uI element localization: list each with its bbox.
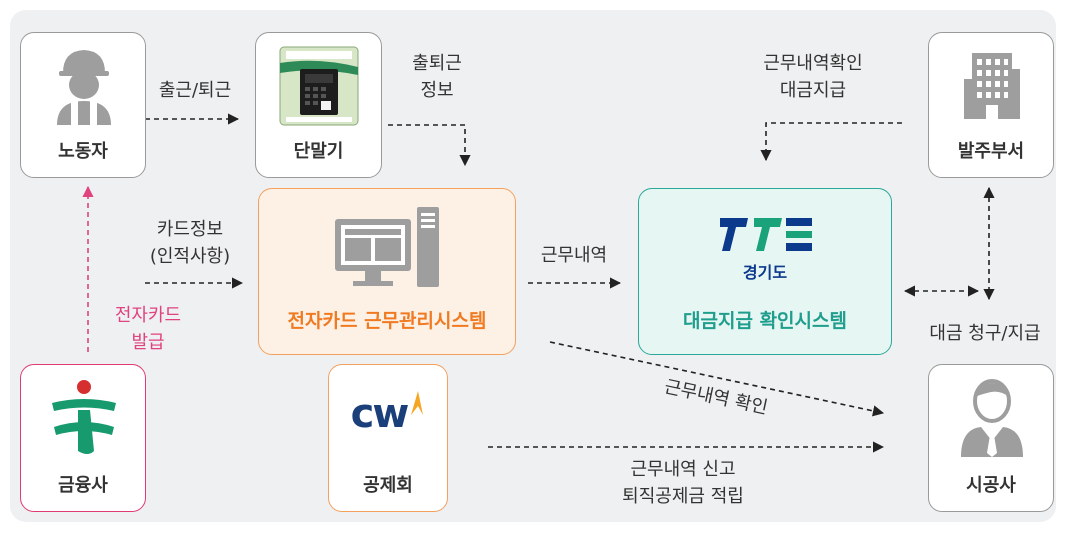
node-worker: 노동자 [20,32,146,178]
mutual-aid-label: 공제회 [363,475,413,496]
terminal-device-icon [279,46,359,126]
label-card-info-2: (인적사항) [149,246,231,267]
node-ordering-dept: 발주부서 [928,32,1054,178]
gyeonggi-logo-text: 경기도 [742,263,788,282]
label-report-1: 근무내역 신고 [630,459,736,480]
arrow-dept-payment [760,122,902,162]
contractor-label: 시공사 [966,475,1016,496]
label-report-2: 퇴직공제금 적립 [622,486,744,507]
connector-layer [82,113,995,453]
system-payment-verification: 경기도 대금지급 확인시스템 [638,188,892,355]
gyeonggi-logo-icon [720,218,812,251]
label-work-history: 근무내역 [540,245,608,266]
worker-icon [57,50,111,125]
cw-logo-icon: cw [329,391,447,439]
building-icon [964,53,1020,119]
cw-logo-text: cw [350,391,410,437]
contractor-person-icon [961,379,1023,457]
node-finance: 금융사 [20,364,146,512]
label-card-issue-2: 발급 [131,332,165,353]
label-work-confirm-1: 근무내역확인 [763,53,863,74]
label-card-issue-1: 전자카드 [114,305,182,326]
arrow-terminal-system [388,124,471,167]
node-mutual-aid: cw 공제회 [328,364,448,512]
label-commute: 출근/퇴근 [158,80,232,101]
worker-label: 노동자 [58,141,108,162]
label-work-confirm-2: 대금지급 [779,80,847,101]
label-commute-info-1: 출퇴근 [412,53,462,74]
payment-system-title: 대금지급 확인시스템 [683,310,847,332]
finance-label: 금융사 [58,475,108,496]
hana-logo-icon [52,380,116,454]
card-system-title: 전자카드 근무관리시스템 [287,310,487,332]
node-contractor: 시공사 [928,364,1054,512]
terminal-label: 단말기 [293,141,344,162]
ordering-dept-label: 발주부서 [957,141,1025,162]
system-card-management: 전자카드 근무관리시스템 [258,188,516,355]
arrow-system-contractor [549,341,885,417]
computer-icon [335,207,439,287]
node-terminal: 단말기 [255,32,382,178]
label-card-info-1: 카드정보 [156,219,224,240]
label-commute-info-2: 정보 [420,80,454,101]
diagram-canvas: 노동자 단말기 [10,10,1056,522]
label-claim-payment: 대금 청구/지급 [929,323,1041,344]
